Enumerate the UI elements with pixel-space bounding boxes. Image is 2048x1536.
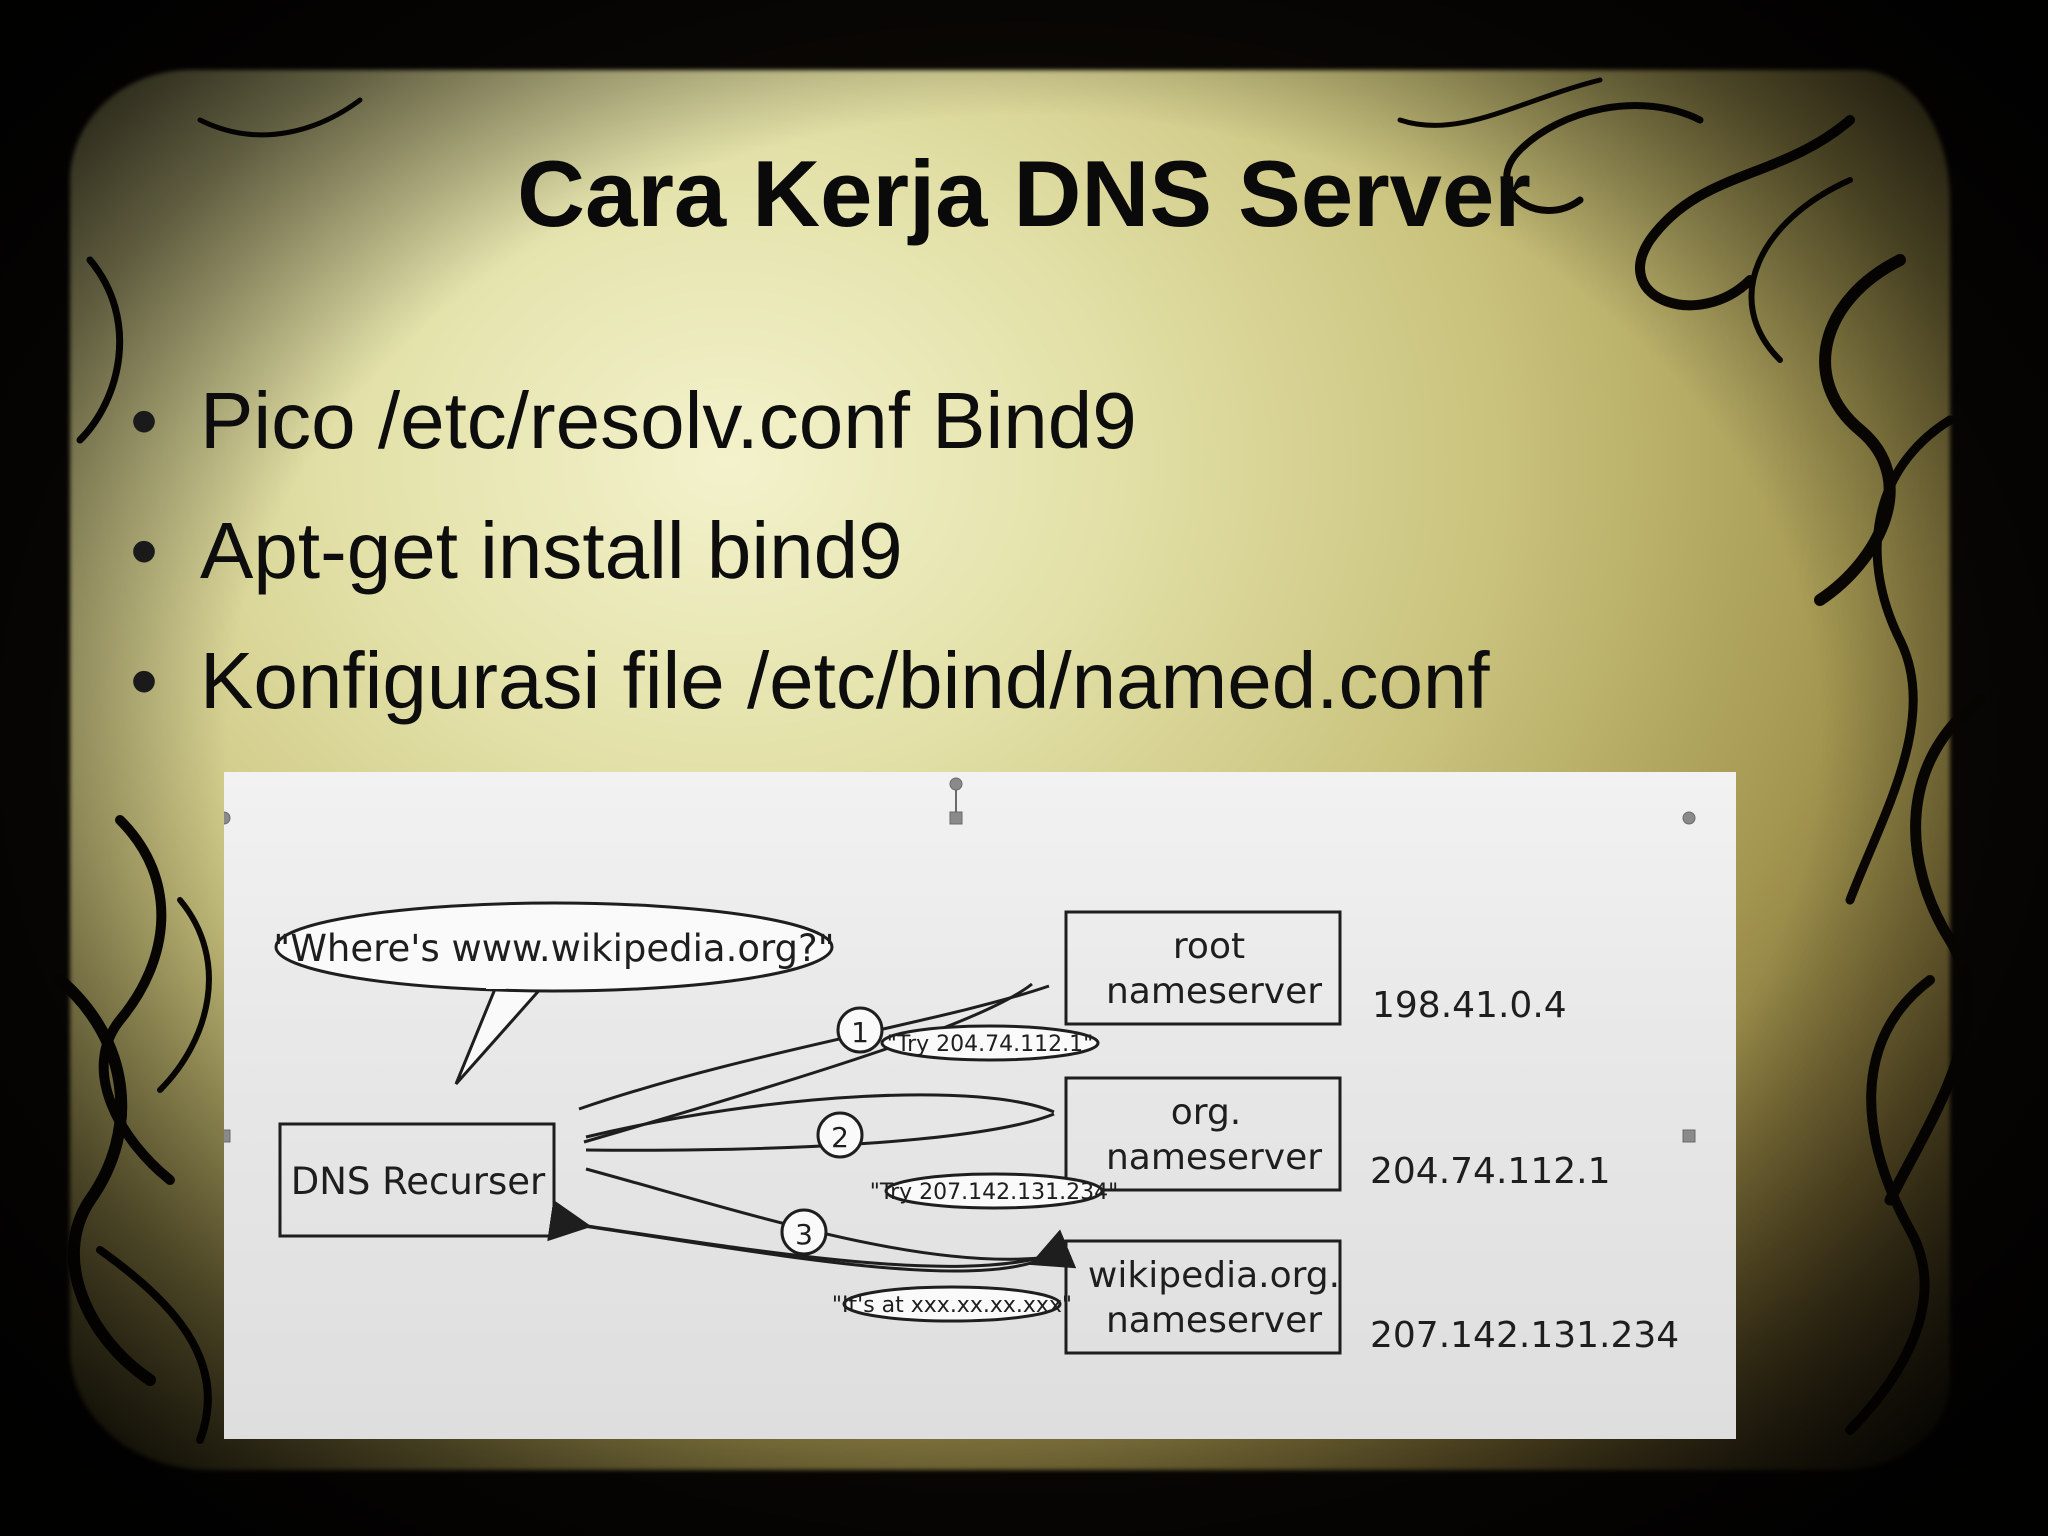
root-nameserver-box: root nameserver: [1064, 910, 1342, 1026]
dns-diagram-image: "Where's www.wikipedia.org?" DNS Recurse…: [224, 772, 1736, 1439]
wikipedia-ip-address: 207.142.131.234: [1370, 1315, 1679, 1356]
response-arrow: [547, 1199, 1045, 1268]
bullet-item: • Konfigurasi file /etc/bind/named.conf: [130, 635, 1490, 727]
reply-bubble-1: "Try 204.74.112.1": [880, 1024, 1100, 1062]
org-nameserver-line1: org.: [1171, 1092, 1242, 1133]
org-nameserver-line2: nameserver: [1106, 1137, 1322, 1178]
bullet-item: • Apt-get install bind9: [130, 505, 903, 597]
step-2-number: 2: [831, 1121, 849, 1154]
reply-text-1: "Try 204.74.112.1": [887, 1032, 1093, 1057]
question-bubble: "Where's www.wikipedia.org?": [273, 901, 835, 1085]
step-1-circle: 1: [836, 1006, 884, 1054]
bullet-item: • Pico /etc/resolv.conf Bind9: [130, 375, 1137, 467]
dns-recurser-box: DNS Recurser: [278, 1122, 556, 1238]
selection-handles: [224, 777, 1696, 1143]
query-flow-lines: [569, 982, 1077, 1273]
wikipedia-nameserver-box: wikipedia.org. nameserver: [1064, 1239, 1342, 1355]
dns-recurser-label: DNS Recurser: [291, 1160, 546, 1203]
org-ip-address: 204.74.112.1: [1370, 1151, 1610, 1192]
reply-bubble-2: "Try 207.142.131.234": [870, 1172, 1118, 1210]
question-text: "Where's www.wikipedia.org?": [273, 927, 834, 970]
slide-title: Cara Kerja DNS Server: [517, 141, 1531, 246]
root-nameserver-line2: nameserver: [1106, 971, 1322, 1012]
bullet-dot-icon: •: [130, 636, 159, 725]
reply-text-2: "Try 207.142.131.234": [870, 1180, 1118, 1205]
bullet-dot-icon: •: [130, 376, 159, 465]
wikipedia-nameserver-line1: wikipedia.org.: [1088, 1255, 1340, 1296]
bullet-text: Pico /etc/resolv.conf Bind9: [200, 376, 1137, 465]
step-3-circle: 3: [780, 1208, 828, 1256]
bullet-text: Konfigurasi file /etc/bind/named.conf: [200, 636, 1490, 725]
bullet-dot-icon: •: [130, 506, 159, 595]
step-2-circle: 2: [816, 1111, 864, 1159]
org-nameserver-box: org. nameserver: [1064, 1076, 1342, 1192]
root-ip-address: 198.41.0.4: [1372, 985, 1567, 1026]
reply-text-3: "It's at xxx.xx.xx.xxx": [832, 1293, 1072, 1318]
bullet-text: Apt-get install bind9: [200, 506, 903, 595]
wikipedia-nameserver-line2: nameserver: [1106, 1300, 1322, 1341]
root-nameserver-line1: root: [1173, 926, 1245, 967]
step-3-number: 3: [795, 1218, 813, 1251]
step-1-number: 1: [851, 1016, 869, 1049]
reply-bubble-3: "It's at xxx.xx.xx.xxx": [832, 1285, 1072, 1323]
